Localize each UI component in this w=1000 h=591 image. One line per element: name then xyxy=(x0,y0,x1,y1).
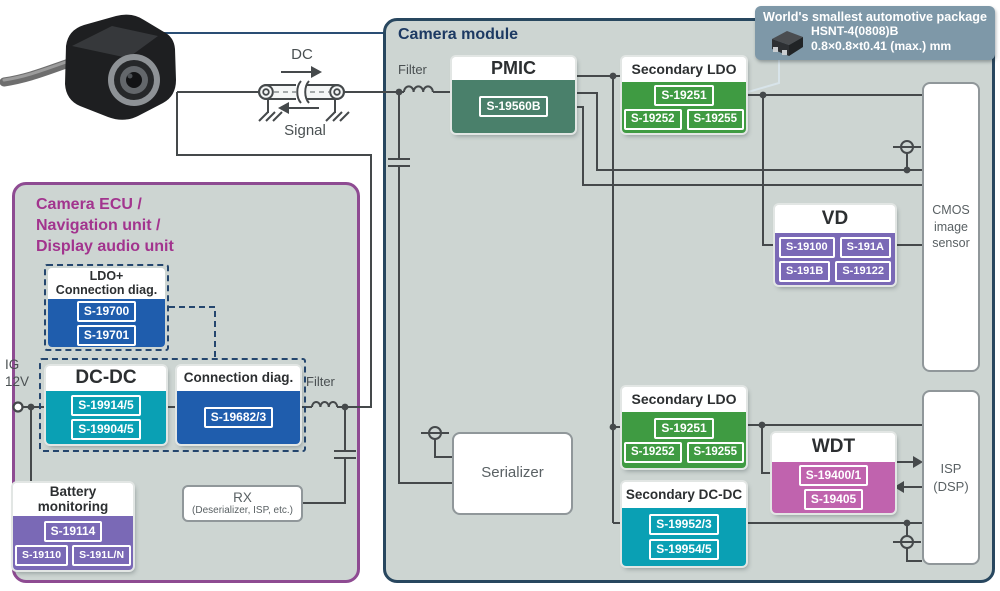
battery-title-line: monitoring xyxy=(37,498,109,514)
part-number: S-19682/3 xyxy=(203,407,274,428)
vd-title: VD xyxy=(775,205,895,233)
serializer-label: Serializer xyxy=(481,464,544,482)
part-number: S-19114 xyxy=(43,520,103,542)
part-number: S-19400/1 xyxy=(798,465,869,486)
wdt-title: WDT xyxy=(772,433,895,462)
ecu-title: Camera ECU / Navigation unit / Display a… xyxy=(36,194,174,257)
pmic-title: PMIC xyxy=(452,57,575,80)
part-number: S-19251 xyxy=(654,85,714,106)
part-number: S-19255 xyxy=(686,109,744,130)
secondary-ldo-top-block: Secondary LDO S-19251 S-19252 S-19255 xyxy=(622,57,746,133)
battery-monitoring-block: Battery monitoring S-19114 S-19110 S-191… xyxy=(13,483,133,570)
ecu-filter-label: Filter xyxy=(306,374,335,389)
battery-title-line: Battery xyxy=(49,483,97,499)
ecu-title-line: Camera ECU / xyxy=(36,196,142,213)
ldo-plus-dashed-outline xyxy=(44,264,169,351)
ldo-plus-block: LDO+ Connection diag. S-19700 S-19701 xyxy=(48,268,165,347)
module-filter-label: Filter xyxy=(398,62,427,77)
rx-block: RX (Deserializer, ISP, etc.) xyxy=(182,485,303,522)
dcdc-block: DC-DC S-19914/5 S-19904/5 xyxy=(46,366,166,444)
vd-block: VD S-19100 S-191A S-191B S-19122 xyxy=(775,205,895,285)
part-number: S-19405 xyxy=(803,489,864,510)
isp-label: ISP (DSP) xyxy=(933,460,969,494)
part-number: S-191L/N xyxy=(72,544,132,566)
part-number: S-19952/3 xyxy=(649,514,719,535)
rx-label: RX xyxy=(233,489,252,505)
callout-title: World's smallest automotive package xyxy=(763,10,987,24)
cmos-label: CMOS image sensor xyxy=(932,202,970,251)
ig-12v-label: IG 12V xyxy=(5,356,29,390)
part-number: S-19251 xyxy=(654,417,714,439)
serializer-block: Serializer xyxy=(452,432,573,515)
ldo-plus-title-line: Connection diag. xyxy=(55,282,158,297)
wdt-block: WDT S-19400/1 S-19405 xyxy=(772,433,895,513)
dcdc-title: DC-DC xyxy=(46,366,166,391)
connection-diag-title: Connection diag. xyxy=(177,366,300,391)
connection-diag-block: Connection diag. S-19682/3 xyxy=(177,366,300,444)
signal-label: Signal xyxy=(284,122,326,139)
callout-package-size: 0.8×0.8×t0.41 (max.) mm xyxy=(811,39,952,53)
callout-package-name: HSNT-4(0808)B xyxy=(811,24,899,38)
secondary-dcdc-block: Secondary DC-DC S-19952/3 S-19954/5 xyxy=(622,482,746,566)
rx-sublabel: (Deserializer, ISP, etc.) xyxy=(192,504,293,516)
part-number: S-19252 xyxy=(624,441,682,463)
secondary-ldo-title: Secondary LDO xyxy=(622,387,746,412)
part-number: S-19700 xyxy=(76,300,137,322)
cmos-image-sensor-block: CMOS image sensor xyxy=(922,82,980,372)
secondary-ldo-title: Secondary LDO xyxy=(622,57,746,82)
ig-line: 12V xyxy=(5,374,30,389)
part-number: S-19904/5 xyxy=(71,419,141,440)
ldo-plus-title-line: LDO+ xyxy=(89,268,124,283)
secondary-dcdc-title: Secondary DC-DC xyxy=(622,482,746,508)
part-number: S-19100 xyxy=(779,236,835,258)
pmic-block: PMIC S-19560B xyxy=(452,57,575,133)
part-number: S-19110 xyxy=(14,544,69,566)
part-number: S-19954/5 xyxy=(649,539,719,560)
ig-line: IG xyxy=(5,357,20,372)
isp-block: ISP (DSP) xyxy=(922,390,980,565)
ecu-title-line: Navigation unit / xyxy=(36,217,161,234)
part-number: S-191A xyxy=(839,236,891,258)
part-number: S-19252 xyxy=(624,109,682,130)
part-number: S-19701 xyxy=(76,324,137,346)
part-number: S-19122 xyxy=(835,260,891,282)
camera-module-title: Camera module xyxy=(398,26,519,43)
dc-label: DC xyxy=(291,46,313,63)
camera-illustration xyxy=(0,14,176,120)
secondary-ldo-bottom-block: Secondary LDO S-19251 S-19252 S-19255 xyxy=(622,387,746,468)
part-number: S-19914/5 xyxy=(71,395,141,416)
package-callout: World's smallest automotive package HSNT… xyxy=(755,6,995,60)
package-icon xyxy=(772,31,803,56)
ecu-title-line: Display audio unit xyxy=(36,238,174,255)
part-number: S-19255 xyxy=(686,441,744,463)
part-number: S-191B xyxy=(779,260,831,282)
coax-cable-symbol xyxy=(258,80,345,104)
part-number: S-19560B xyxy=(479,96,548,117)
